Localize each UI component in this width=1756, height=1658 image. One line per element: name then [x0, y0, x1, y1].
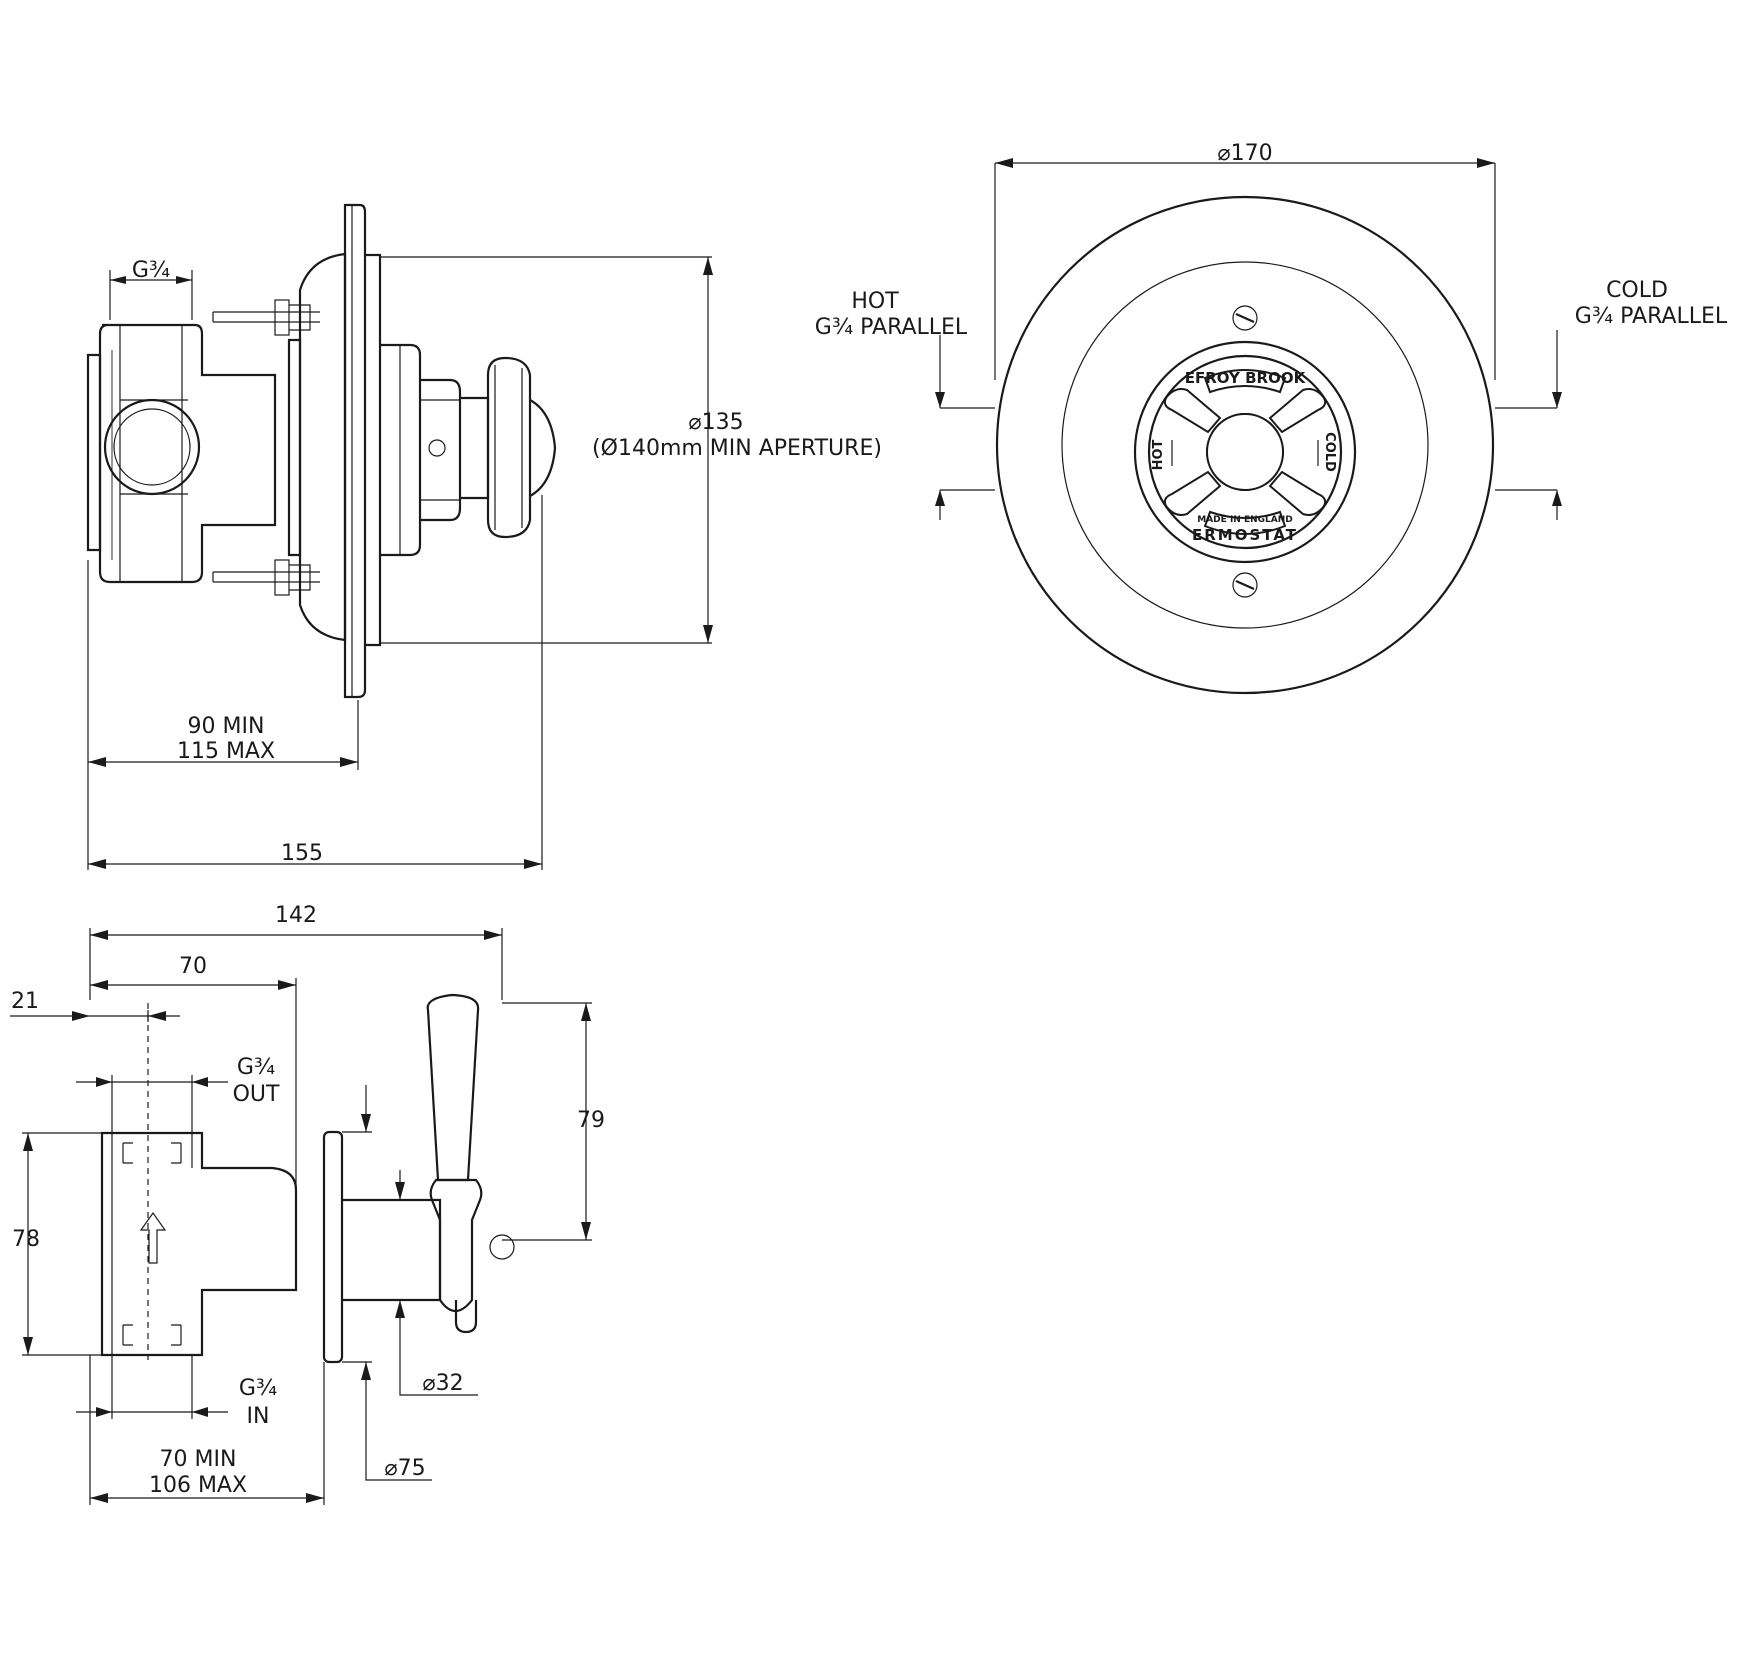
dial-made-in-text: MADE IN ENGLAND [1197, 515, 1292, 525]
side-view: G¾ ⌀135 (Ø140mm MIN APERTURE) 90 MIN 115… [86, 203, 882, 870]
length-142-label: 142 [275, 903, 317, 928]
g34-out-label: G¾ [237, 1055, 275, 1080]
dial-hot-text: HOT [1151, 439, 1166, 470]
in-label: IN [247, 1404, 270, 1429]
front-view: EFROY BROOK MADE IN ENGLAND ERMOSTAT HOT… [815, 141, 1728, 695]
diameter-135-label: ⌀135 [688, 410, 743, 435]
cold-label: COLD [1606, 278, 1668, 303]
diameter-32-label: ⌀32 [422, 1371, 463, 1396]
length-70-label: 70 [179, 954, 207, 979]
max-106-label: 106 MAX [149, 1473, 247, 1498]
min-70-label: 70 MIN [160, 1447, 237, 1472]
max-115-label: 115 MAX [177, 739, 275, 764]
diameter-75-label: ⌀75 [384, 1456, 425, 1481]
hot-thread-label: G¾ PARALLEL [815, 315, 968, 340]
length-155-label: 155 [281, 841, 323, 866]
height-78-label: 78 [12, 1227, 40, 1252]
g34-in-label: G¾ [239, 1376, 277, 1401]
aperture-label: (Ø140mm MIN APERTURE) [592, 436, 882, 461]
cold-thread-label: G¾ PARALLEL [1575, 304, 1728, 329]
dial-thermostat-text: ERMOSTAT [1192, 526, 1298, 544]
dial-cold-text: COLD [1322, 432, 1337, 472]
min-90-label: 90 MIN [188, 714, 265, 739]
diameter-170-label: ⌀170 [1217, 141, 1272, 166]
dial-brand-text: EFROY BROOK [1185, 369, 1307, 387]
bottom-view: 142 70 21 G¾ OUT 78 79 G¾ IN ⌀32 ⌀75 70 … [10, 903, 605, 1505]
out-label: OUT [233, 1082, 280, 1107]
height-79-label: 79 [577, 1108, 605, 1133]
hot-label: HOT [851, 289, 899, 314]
g34-top-label: G¾ [132, 258, 170, 283]
length-21-label: 21 [11, 989, 39, 1014]
